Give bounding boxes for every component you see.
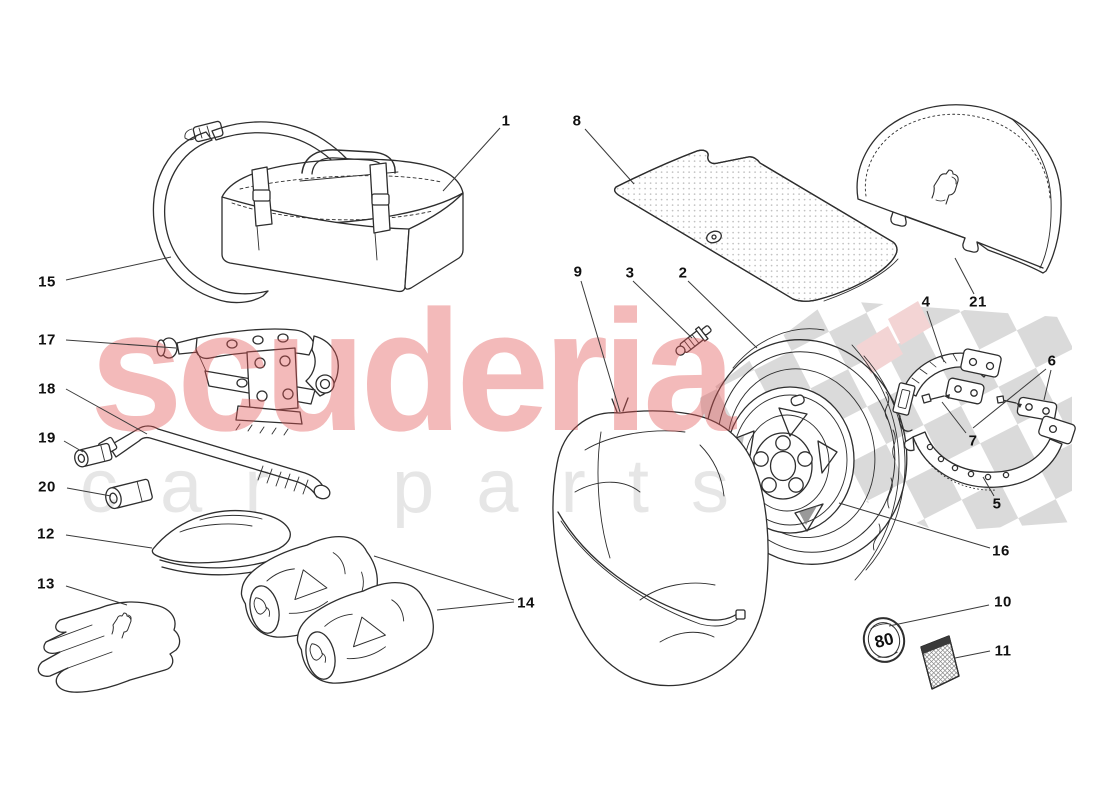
callout-10: 10 bbox=[994, 593, 1012, 611]
bracket-lower-drawing bbox=[903, 415, 1076, 491]
leader-line-21 bbox=[954, 257, 975, 295]
callout-9: 9 bbox=[573, 263, 583, 281]
callout-14: 14 bbox=[517, 594, 535, 612]
leader-line-8 bbox=[584, 128, 635, 185]
leader-line-10 bbox=[888, 604, 990, 627]
leader-line-2 bbox=[687, 280, 758, 349]
callout-19: 19 bbox=[38, 429, 56, 447]
screw-plate-drawing bbox=[996, 395, 1058, 422]
leader-line-15 bbox=[65, 256, 172, 281]
prancing-horse-icon bbox=[931, 169, 959, 205]
callout-7: 7 bbox=[968, 432, 978, 450]
callout-1: 1 bbox=[501, 112, 511, 130]
leader-line-6a bbox=[972, 368, 1047, 429]
rolled-bag-drawing bbox=[296, 581, 434, 684]
leader-line-5 bbox=[982, 476, 995, 497]
leader-line-3 bbox=[632, 280, 693, 339]
leader-line-18 bbox=[65, 388, 148, 435]
callout-21: 21 bbox=[969, 293, 987, 311]
leader-line-16 bbox=[838, 502, 991, 549]
leader-line-6b bbox=[1043, 369, 1052, 401]
socket-small-drawing bbox=[74, 442, 113, 468]
callout-20: 20 bbox=[38, 478, 56, 496]
socket-large-drawing bbox=[105, 478, 153, 510]
spare-wheel-drawing bbox=[704, 328, 908, 581]
watermark-title: scuderia bbox=[90, 275, 737, 467]
callout-8: 8 bbox=[572, 112, 582, 130]
sticker-drawing bbox=[920, 635, 960, 690]
leader-line-11 bbox=[954, 650, 991, 659]
callout-2: 2 bbox=[678, 264, 688, 282]
jack-drawing bbox=[156, 328, 339, 436]
callout-13: 13 bbox=[37, 575, 55, 593]
valve-drawing bbox=[675, 325, 712, 356]
callout-5: 5 bbox=[992, 495, 1002, 513]
cover-drawing bbox=[856, 104, 1062, 274]
bracket-upper-drawing bbox=[892, 348, 1002, 432]
leader-line-20 bbox=[66, 487, 112, 497]
watermark-subtitle-word: parts bbox=[392, 444, 771, 529]
callout-17: 17 bbox=[38, 331, 56, 349]
gloves-drawing bbox=[37, 601, 181, 693]
callout-3: 3 bbox=[625, 264, 635, 282]
flag-pink-check bbox=[888, 301, 931, 345]
callout-16: 16 bbox=[992, 542, 1010, 560]
callout-11: 11 bbox=[994, 642, 1012, 660]
callout-18: 18 bbox=[38, 380, 56, 398]
leader-line-1 bbox=[442, 127, 501, 192]
leader-line-17 bbox=[65, 339, 177, 349]
mat-drawing bbox=[613, 149, 899, 302]
cloth-drawing bbox=[151, 509, 291, 576]
callout-12: 12 bbox=[37, 525, 55, 543]
watermark-subtitle-word: car bbox=[80, 444, 312, 529]
callout-6: 6 bbox=[1047, 352, 1057, 370]
tool-bag-drawing bbox=[221, 149, 464, 293]
flag-pink-check bbox=[856, 326, 903, 374]
speed-badge-drawing bbox=[862, 617, 906, 663]
callout-15: 15 bbox=[38, 273, 56, 291]
leader-line-12 bbox=[65, 534, 153, 549]
leader-line-7 bbox=[941, 401, 967, 434]
badge-80-label: 80 bbox=[873, 629, 896, 652]
leader-line-19 bbox=[63, 440, 84, 453]
leader-line-4 bbox=[926, 310, 945, 363]
leader-line-13 bbox=[65, 585, 128, 606]
wheel-cover-bag-drawing bbox=[552, 397, 769, 687]
leader-line-9 bbox=[580, 280, 621, 413]
callout-4: 4 bbox=[921, 293, 931, 311]
leader-line-14b bbox=[436, 601, 515, 611]
leader-lines bbox=[63, 127, 1052, 659]
leader-line-14a bbox=[373, 555, 515, 601]
prancing-horse-icon bbox=[111, 612, 132, 639]
retainer-plate-drawing bbox=[921, 377, 985, 405]
